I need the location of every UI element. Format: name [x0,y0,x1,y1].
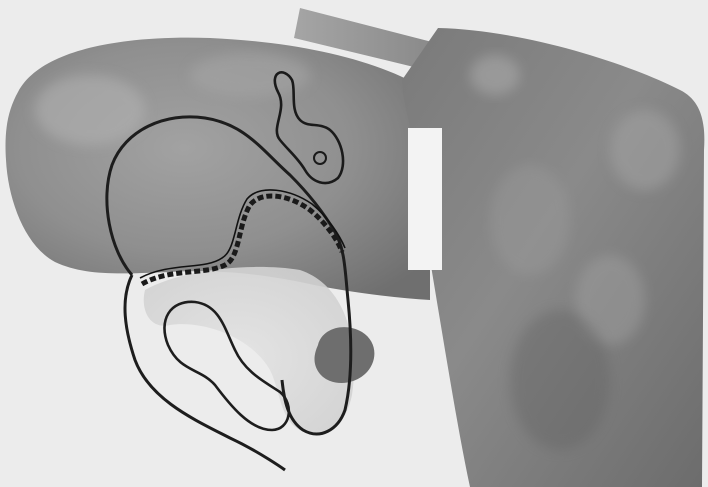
highlight [470,55,520,95]
shadow [510,310,610,450]
highlight [190,53,310,97]
white-strip [408,128,442,270]
highlight [610,110,680,190]
highlight [35,75,145,145]
highlight [490,165,570,275]
